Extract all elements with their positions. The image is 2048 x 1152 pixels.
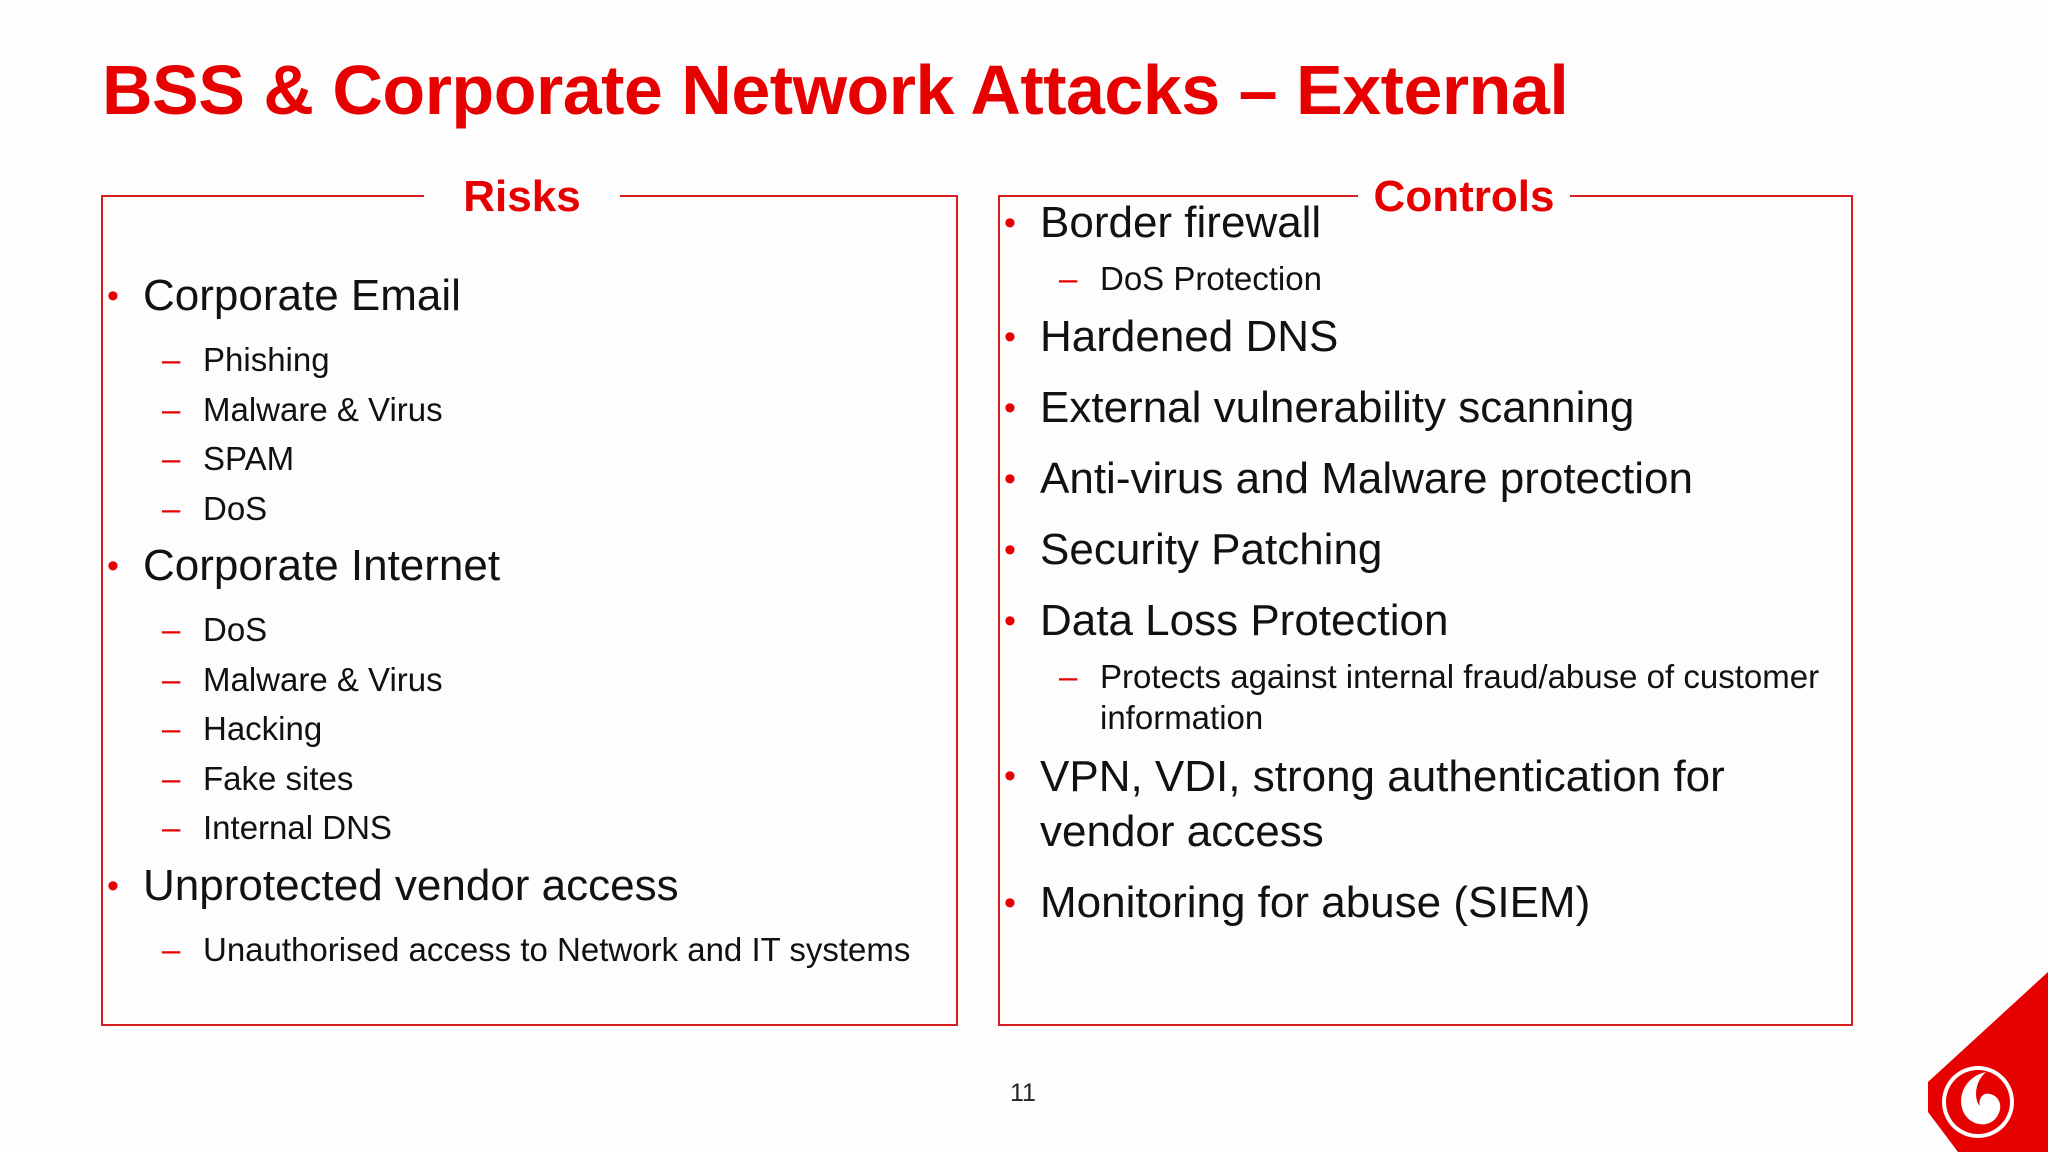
risk-subitem-label: DoS: [203, 611, 268, 648]
control-item-label: Anti-virus and Malware protection: [1040, 454, 1693, 503]
dash-icon: –: [162, 710, 181, 747]
risk-subitem-label: Hacking: [203, 710, 323, 747]
slide-title: BSS & Corporate Network Attacks – Extern…: [102, 51, 1569, 129]
control-item-label: VPN, VDI, strong authentication for vend…: [1040, 752, 1725, 856]
bullet-icon: •: [1004, 318, 1016, 356]
control-item-label: Monitoring for abuse (SIEM): [1040, 878, 1591, 927]
vodafone-logo-icon: [1928, 972, 2048, 1152]
risk-subitem-label: Internal DNS: [203, 809, 392, 846]
controls-box: Controls • Border firewall –DoS Protecti…: [998, 171, 1853, 1026]
risks-box: Risks • Corporate Email –Phishing –Malwa…: [101, 171, 958, 1026]
control-item-label: Data Loss Protection: [1040, 596, 1449, 645]
dash-icon: –: [162, 759, 181, 797]
risk-subitem: –DoS: [103, 484, 943, 534]
risk-item: • Corporate Internet –DoS –Malware & Vir…: [103, 539, 943, 853]
bullet-icon: •: [1004, 757, 1016, 795]
dash-icon: –: [1059, 260, 1078, 297]
control-item: • Monitoring for abuse (SIEM): [1000, 876, 1840, 930]
bullet-icon: •: [107, 547, 119, 585]
risk-subitem: –Phishing: [103, 335, 943, 385]
control-item: • Security Patching: [1000, 523, 1840, 577]
risk-subitems: –DoS –Malware & Virus –Hacking –Fake sit…: [143, 605, 943, 853]
bullet-icon: •: [1004, 531, 1016, 569]
risk-subitems: –Phishing –Malware & Virus –SPAM –DoS: [143, 335, 943, 533]
control-item-label: Border firewall: [1040, 198, 1322, 247]
dash-icon: –: [162, 660, 181, 698]
control-item-label: Hardened DNS: [1040, 312, 1339, 361]
dash-icon: –: [162, 341, 181, 378]
dash-icon: –: [162, 930, 181, 968]
risk-subitem: –Hacking: [103, 704, 943, 754]
control-item: • External vulnerability scanning: [1000, 381, 1840, 435]
risk-subitem-label: SPAM: [203, 440, 295, 477]
risk-subitem: –Malware & Virus: [103, 385, 943, 435]
control-subitem-label: DoS Protection: [1100, 260, 1322, 297]
dash-icon: –: [162, 440, 181, 477]
control-item-label: External vulnerability scanning: [1040, 383, 1635, 432]
risk-subitem-label: Malware & Virus: [203, 660, 443, 698]
control-subitems: –Protects against internal fraud/abuse o…: [1040, 656, 1840, 738]
dash-icon: –: [162, 611, 181, 648]
control-subitem: –Protects against internal fraud/abuse o…: [1000, 656, 1840, 738]
risk-subitem-label: Phishing: [203, 341, 330, 378]
page-number: 11: [1010, 1079, 1036, 1107]
risk-subitems: –Unauthorised access to Network and IT s…: [143, 925, 943, 975]
bullet-icon: •: [107, 866, 119, 905]
risk-subitem-label: DoS: [203, 489, 268, 527]
control-item-label: Security Patching: [1040, 525, 1383, 574]
bullet-icon: •: [1004, 460, 1016, 498]
risks-heading: Risks: [424, 171, 620, 223]
dash-icon: –: [1059, 658, 1078, 695]
controls-list: • Border firewall –DoS Protection • Hard…: [1000, 197, 1840, 930]
control-item: • Hardened DNS: [1000, 310, 1840, 364]
bullet-icon: •: [1004, 884, 1016, 922]
control-subitems: –DoS Protection: [1040, 258, 1840, 299]
control-item: • VPN, VDI, strong authentication for ve…: [1000, 749, 1840, 859]
control-subitem: –DoS Protection: [1000, 258, 1840, 299]
control-subitem-label: Protects against internal fraud/abuse of…: [1100, 658, 1820, 736]
risk-subitem-label: Malware & Virus: [203, 390, 443, 428]
control-item: • Anti-virus and Malware protection: [1000, 452, 1840, 506]
risk-subitem: –SPAM: [103, 434, 943, 484]
risk-subitem-label: Unauthorised access to Network and IT sy…: [203, 930, 911, 968]
risk-subitem-label: Fake sites: [203, 759, 354, 797]
risk-item-label: Unprotected vendor access: [143, 860, 679, 910]
dash-icon: –: [162, 809, 181, 846]
dash-icon: –: [162, 489, 181, 527]
risk-item: • Unprotected vendor access –Unauthorise…: [103, 859, 943, 975]
risk-subitem: –DoS: [103, 605, 943, 655]
dash-icon: –: [162, 390, 181, 428]
risk-item-label: Corporate Email: [143, 271, 461, 320]
bullet-icon: •: [1004, 204, 1016, 242]
risk-subitem: –Malware & Virus: [103, 655, 943, 705]
risks-list: • Corporate Email –Phishing –Malware & V…: [103, 269, 943, 976]
bullet-icon: •: [107, 277, 119, 315]
bullet-icon: •: [1004, 602, 1016, 640]
risk-subitem: –Unauthorised access to Network and IT s…: [103, 925, 943, 975]
risk-item-label: Corporate Internet: [143, 541, 501, 590]
risk-item: • Corporate Email –Phishing –Malware & V…: [103, 269, 943, 533]
control-item: • Data Loss Protection –Protects against…: [1000, 594, 1840, 738]
risk-subitem: –Fake sites: [103, 754, 943, 804]
bullet-icon: •: [1004, 389, 1016, 427]
controls-heading: Controls: [1358, 171, 1570, 223]
control-item: • Border firewall –DoS Protection: [1000, 196, 1840, 299]
risk-subitem: –Internal DNS: [103, 803, 943, 853]
